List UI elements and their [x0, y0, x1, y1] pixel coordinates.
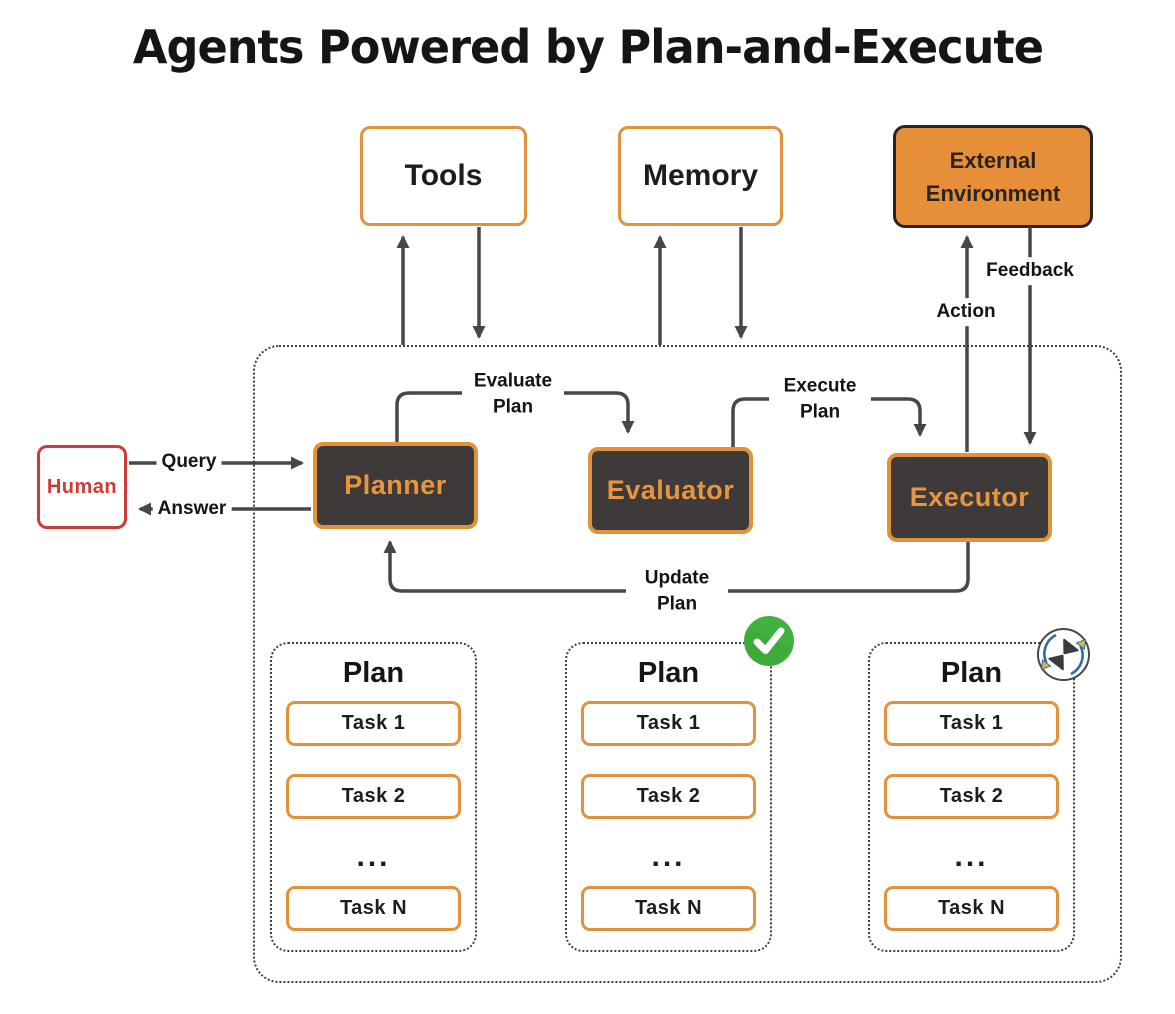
- action-label: Action: [931, 298, 1001, 326]
- planner-label: Planner: [344, 470, 447, 500]
- task-item: Task N: [286, 886, 461, 931]
- external-environment-label: External Environment: [925, 147, 1061, 206]
- evaluate-plan-label: Evaluate Plan: [462, 367, 564, 421]
- task-item: Task 1: [581, 701, 756, 746]
- plan-box-3: Plan Task 1 Task 2 ... Task N: [868, 642, 1075, 952]
- plan-box-2: Plan Task 1 Task 2 ... Task N: [565, 642, 772, 952]
- agent-system-container: [253, 345, 1122, 983]
- evaluator-node: Evaluator: [588, 447, 753, 534]
- execute-plan-label: Execute Plan: [769, 372, 871, 426]
- diagram-title: Agents Powered by Plan-and-Execute: [132, 20, 1043, 74]
- task-item: Task N: [884, 886, 1059, 931]
- answer-label: Answer: [152, 495, 232, 523]
- executor-node: Executor: [887, 453, 1052, 542]
- task-item: Task 2: [884, 774, 1059, 819]
- tasks-ellipsis: ...: [651, 840, 686, 873]
- human-node: Human: [37, 445, 127, 529]
- tasks-ellipsis: ...: [356, 840, 391, 873]
- external-environment-node: External Environment: [893, 125, 1093, 228]
- task-item: Task 1: [884, 701, 1059, 746]
- check-icon: [744, 616, 794, 666]
- executor-label: Executor: [909, 482, 1030, 512]
- in-progress-icon: [1036, 627, 1091, 682]
- tasks-ellipsis: ...: [954, 840, 989, 873]
- tools-node: Tools: [360, 126, 527, 226]
- plan-title: Plan: [637, 656, 700, 689]
- feedback-label: Feedback: [981, 257, 1079, 285]
- update-plan-label: Update Plan: [626, 564, 728, 618]
- human-label: Human: [46, 475, 118, 498]
- query-label: Query: [156, 448, 222, 476]
- task-item: Task 2: [286, 774, 461, 819]
- task-item: Task 2: [581, 774, 756, 819]
- memory-node: Memory: [618, 126, 783, 226]
- plan-title: Plan: [940, 656, 1003, 689]
- plan-box-1: Plan Task 1 Task 2 ... Task N: [270, 642, 477, 952]
- task-item: Task N: [581, 886, 756, 931]
- planner-node: Planner: [313, 442, 478, 529]
- tools-label: Tools: [404, 159, 483, 192]
- evaluator-label: Evaluator: [606, 475, 735, 505]
- memory-label: Memory: [642, 159, 759, 192]
- plan-title: Plan: [342, 656, 405, 689]
- task-item: Task 1: [286, 701, 461, 746]
